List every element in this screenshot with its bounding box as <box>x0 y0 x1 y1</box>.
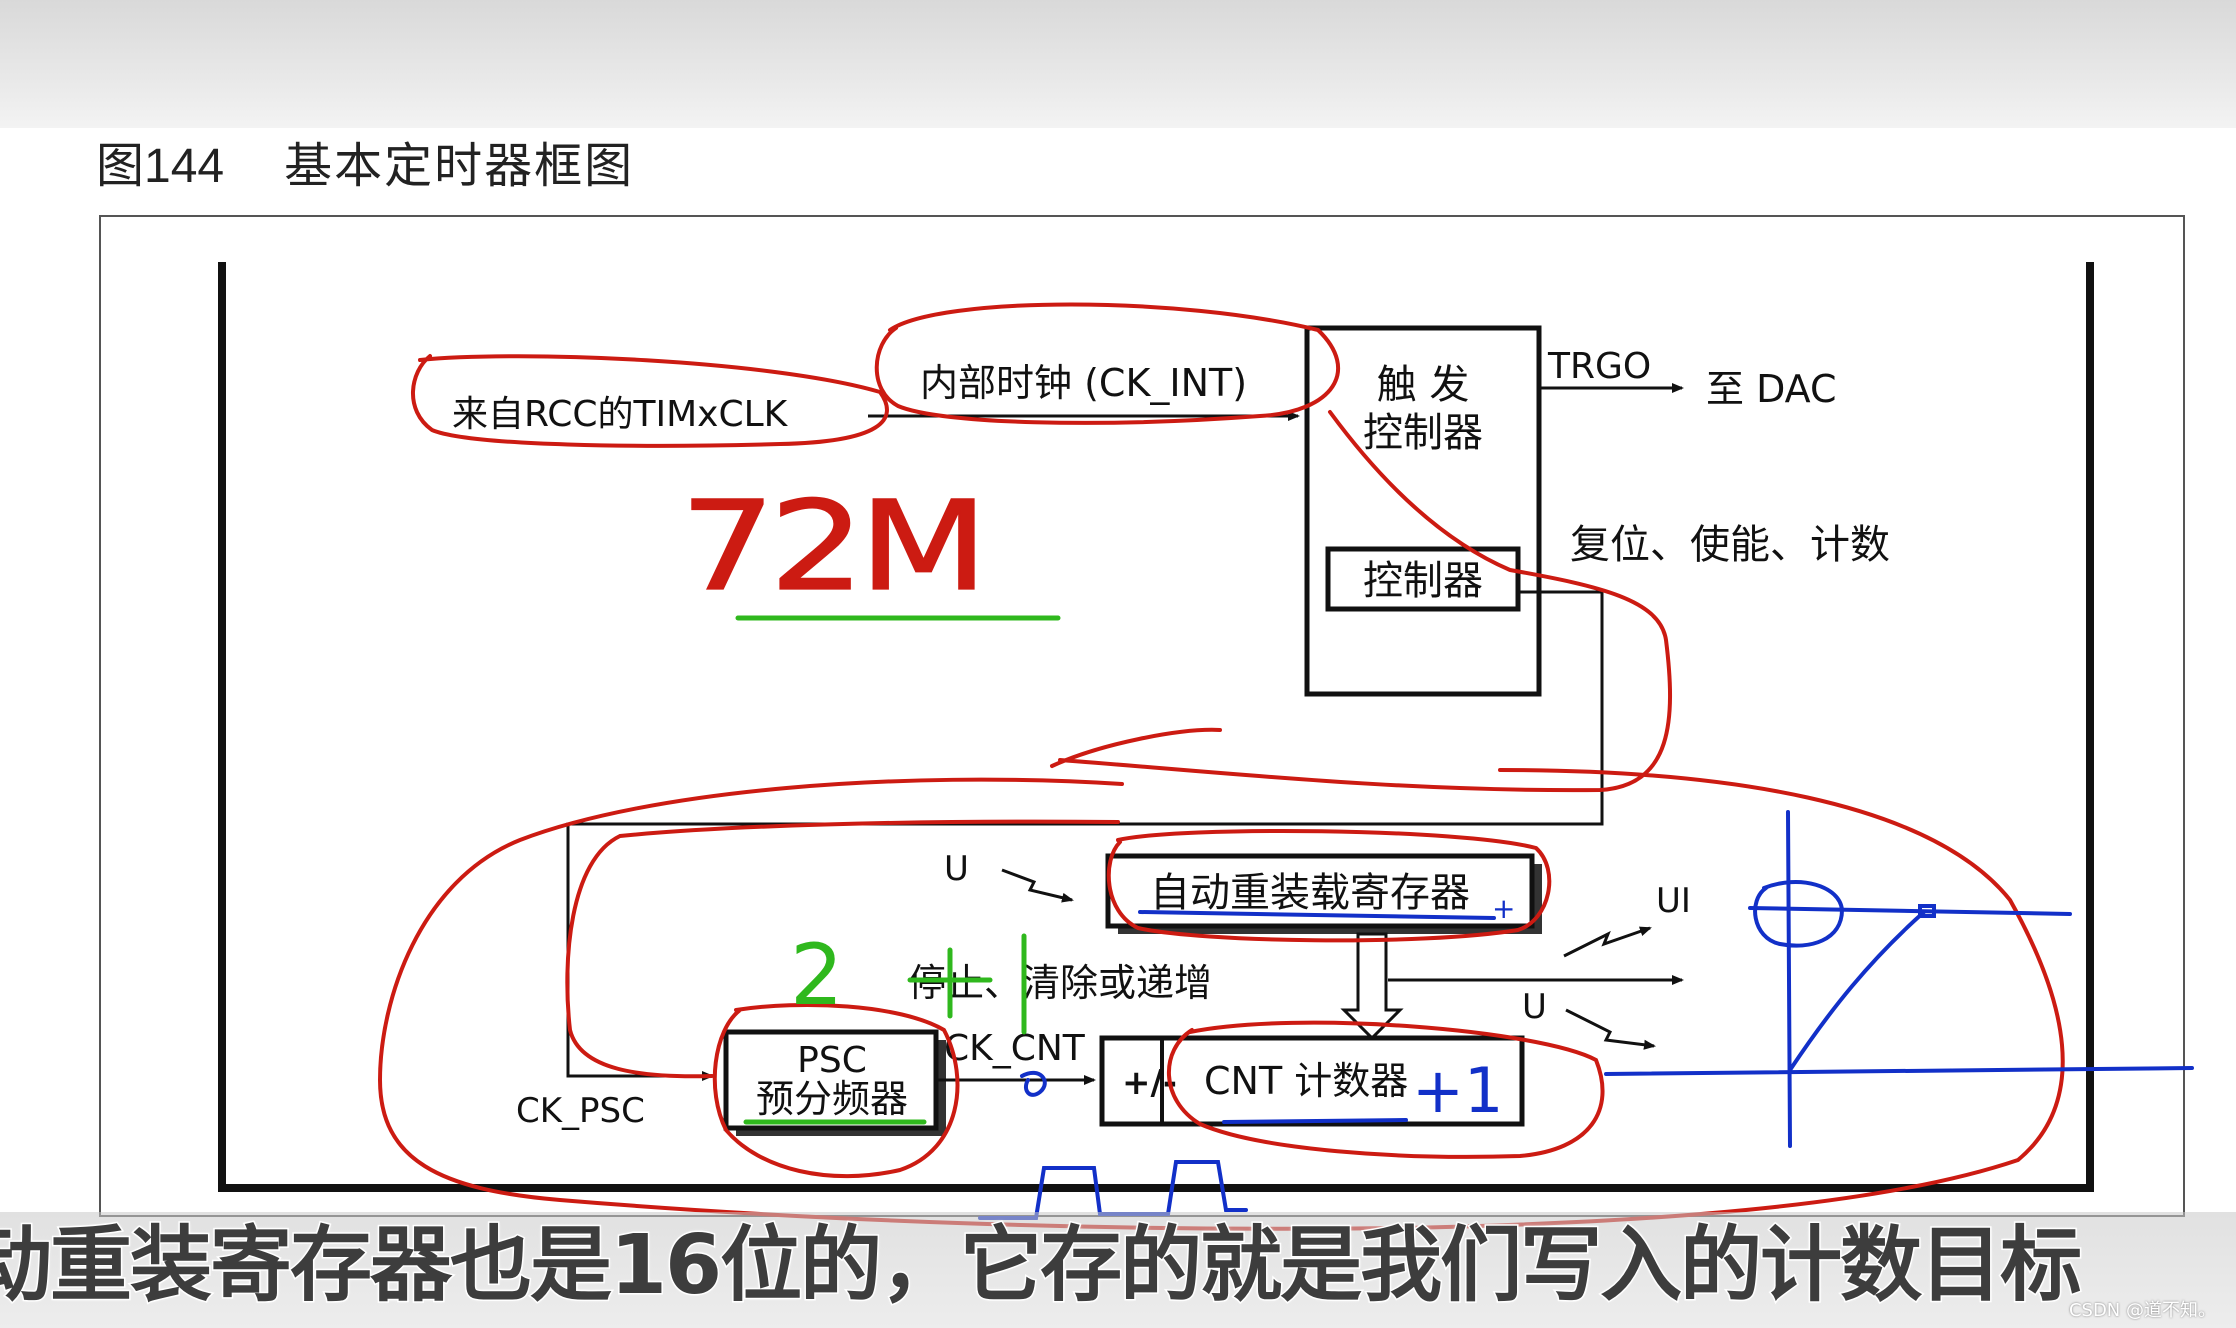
red-circle-rcc-clk <box>411 354 889 448</box>
blue-axis-horizontal <box>1604 1066 2194 1076</box>
psc-label-1: PSC <box>797 1040 867 1081</box>
ck-cnt-label: CK_CNT <box>944 1028 1086 1069</box>
u-label-right: U <box>1522 987 1547 1027</box>
blue-underline-cnt <box>1222 1118 1408 1124</box>
blue-axis-vertical <box>1786 810 1792 1148</box>
psc-prescaler-box <box>723 1029 939 1131</box>
figure-title: 图144 基本定时器框图 <box>96 136 634 196</box>
red-big-loop <box>377 768 2065 1231</box>
red-stroke-to-psc <box>1050 727 1222 768</box>
red-circle-ck-int <box>874 302 1340 425</box>
auto-reload-register-label: 自动重装载寄存器 <box>1150 870 1470 916</box>
stop-clear-increment-label: 停止、清除或递增 <box>908 961 1212 1005</box>
blue-ramp <box>1788 910 1926 1072</box>
trigger-controller-label-1: 触 发 <box>1377 362 1470 408</box>
viewer-top-bar <box>0 0 2236 128</box>
reset-enable-count-label: 复位、使能、计数 <box>1570 522 1890 568</box>
blue-ck-cnt-marker <box>1020 1070 1047 1097</box>
figure-name: 基本定时器框图 <box>284 138 635 194</box>
diagram-inner-frame <box>218 262 2094 1192</box>
to-dac-label: 至 DAC <box>1706 367 1837 411</box>
trigger-controller-label-2: 控制器 <box>1363 410 1483 456</box>
red-circle-psc <box>712 1002 960 1179</box>
blue-plus-one: +1 <box>1412 1054 1503 1127</box>
red-circle-arr <box>1106 828 1552 943</box>
blue-ramp-peak <box>1918 904 1936 918</box>
trigger-controller-box <box>1304 325 1542 697</box>
annotation-72m: 72M <box>680 476 982 619</box>
csdn-watermark: CSDN @道不知。 <box>2068 1300 2216 1321</box>
psc-label-2: 预分频器 <box>756 1077 908 1121</box>
ck-psc-label: CK_PSC <box>516 1091 645 1131</box>
ui-label: UI <box>1656 881 1691 921</box>
blue-underline-arr <box>1138 910 1496 920</box>
red-curve-to-controller <box>1058 410 1672 793</box>
rcc-clk-label: 来自RCC的TIMxCLK <box>452 394 789 435</box>
u-lightning-icon <box>1565 1008 1656 1050</box>
blue-plus-top: + <box>1492 892 1515 925</box>
video-subtitle-band <box>0 1212 2236 1328</box>
figure-number: 图144 <box>96 140 225 193</box>
lightning-arrow-icon <box>1001 868 1074 903</box>
ck-int-label: 内部时钟 (CK_INT) <box>920 361 1247 405</box>
control-feedback-line <box>566 590 1604 1081</box>
blue-circle-axis <box>1753 880 1845 948</box>
trgo-label: TRGO <box>1547 346 1651 387</box>
red-inner-loop-to-psc <box>565 819 1120 1079</box>
red-circle-cnt <box>1167 1020 1605 1159</box>
u-label-top: U <box>944 849 969 889</box>
ui-lightning-icon <box>1563 926 1652 958</box>
controller-box <box>1325 546 1521 612</box>
blue-upper-line <box>1748 906 2072 916</box>
controller-label: 控制器 <box>1363 558 1483 604</box>
cnt-counter-label: CNT 计数器 <box>1204 1059 1408 1103</box>
video-subtitle: 动重装寄存器也是16位的，它存的就是我们写入的计数目标 <box>0 1217 2084 1315</box>
document-page <box>14 128 2236 1328</box>
green-annotation-2: 2 <box>790 926 843 1024</box>
